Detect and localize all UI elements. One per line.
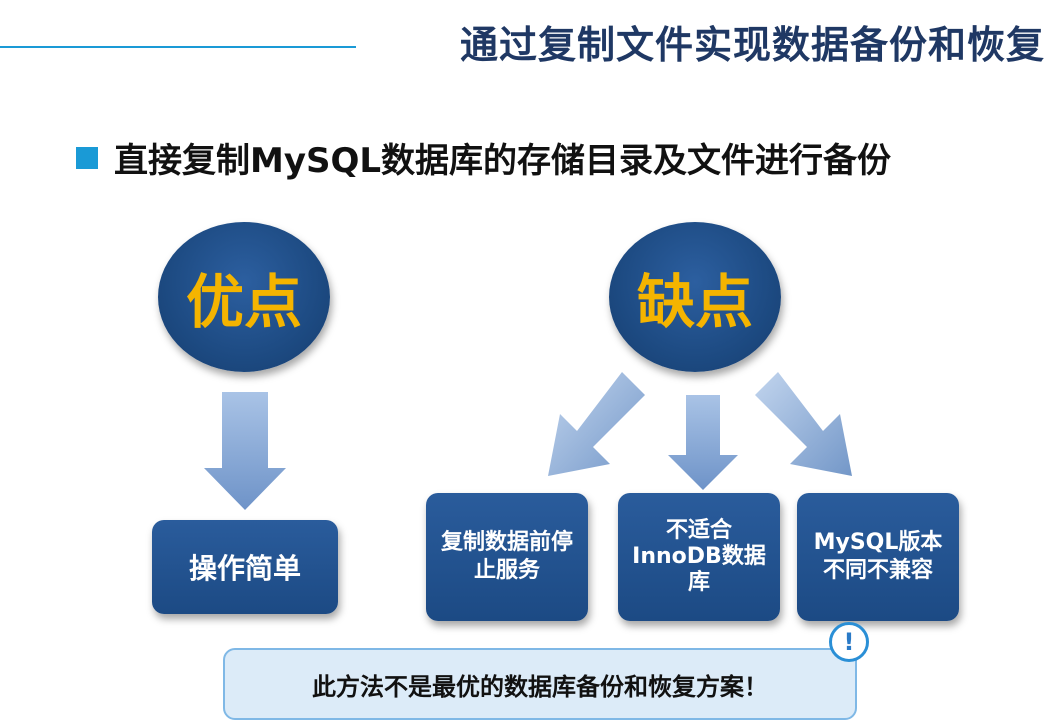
pros-down-arrow [204, 392, 286, 510]
cons-item-line: 止服务 [473, 558, 540, 583]
cons-left-arrow [548, 372, 645, 476]
title-accent-line [0, 46, 356, 48]
exclamation-icon: ! [829, 622, 869, 662]
pros-item-text: 操作简单 [188, 552, 301, 585]
pros-item-box: 操作简单 [152, 520, 338, 614]
cons-right-arrow [755, 372, 852, 476]
section-heading: 直接复制MySQL数据库的存储目录及文件进行备份 [114, 141, 892, 181]
bullet-square-icon [76, 147, 98, 169]
cons-circle: 缺点 [609, 222, 781, 372]
cons-item-box-version: MySQL版本 不同不兼容 [797, 493, 959, 621]
note-callout: 此方法不是最优的数据库备份和恢复方案！ [223, 648, 857, 720]
cons-item-line: 复制数据前停 [440, 530, 573, 555]
cons-item-line: InnoDB数据 [632, 544, 766, 569]
page-title: 通过复制文件实现数据备份和恢复 [459, 23, 1045, 67]
pros-label: 优点 [185, 268, 302, 336]
note-text: 此方法不是最优的数据库备份和恢复方案！ [312, 672, 768, 701]
cons-item-line: 库 [687, 570, 710, 595]
cons-item-line: 不适合 [665, 518, 732, 543]
cons-label: 缺点 [636, 268, 753, 336]
cons-item-line: MySQL版本 [813, 530, 943, 555]
cons-item-box-stop-service: 复制数据前停 止服务 [426, 493, 588, 621]
pros-circle: 优点 [158, 222, 330, 372]
cons-item-box-innodb: 不适合 InnoDB数据 库 [618, 493, 780, 621]
cons-item-line: 不同不兼容 [822, 558, 933, 583]
cons-center-arrow [668, 395, 738, 490]
